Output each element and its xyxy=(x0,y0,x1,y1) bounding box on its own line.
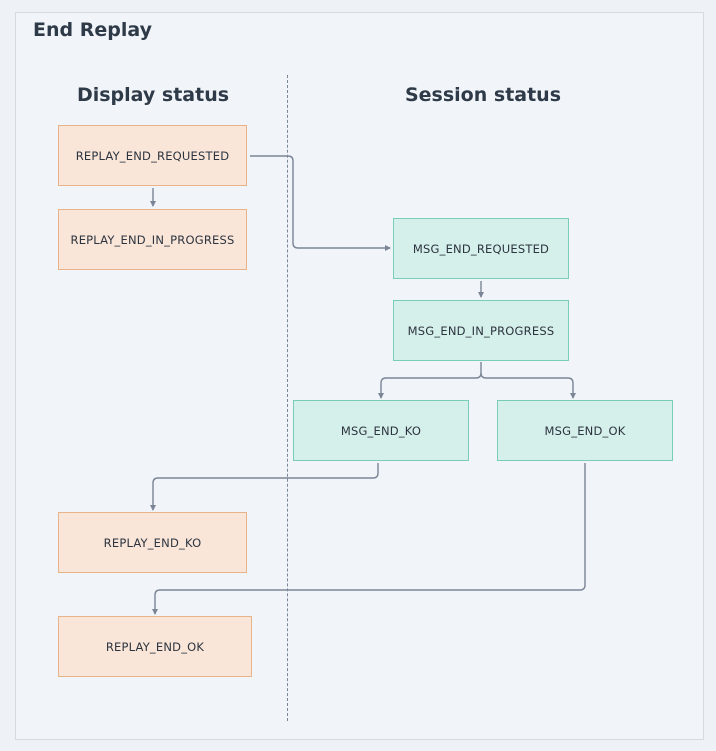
node-replay-end-ko: REPLAY_END_KO xyxy=(58,512,247,573)
node-replay-end-ok: REPLAY_END_OK xyxy=(58,616,252,677)
node-replay-end-requested: REPLAY_END_REQUESTED xyxy=(58,125,247,186)
node-msg-end-in-progress: MSG_END_IN_PROGRESS xyxy=(393,300,569,361)
diagram-title: End Replay xyxy=(33,19,152,41)
node-replay-end-in-progress: REPLAY_END_IN_PROGRESS xyxy=(58,209,247,270)
column-divider xyxy=(287,75,288,721)
column-header-session: Session status xyxy=(404,84,562,106)
column-header-display: Display status xyxy=(76,84,230,106)
node-msg-end-ok: MSG_END_OK xyxy=(497,400,673,461)
node-msg-end-requested: MSG_END_REQUESTED xyxy=(393,218,569,279)
node-msg-end-ko: MSG_END_KO xyxy=(293,400,469,461)
